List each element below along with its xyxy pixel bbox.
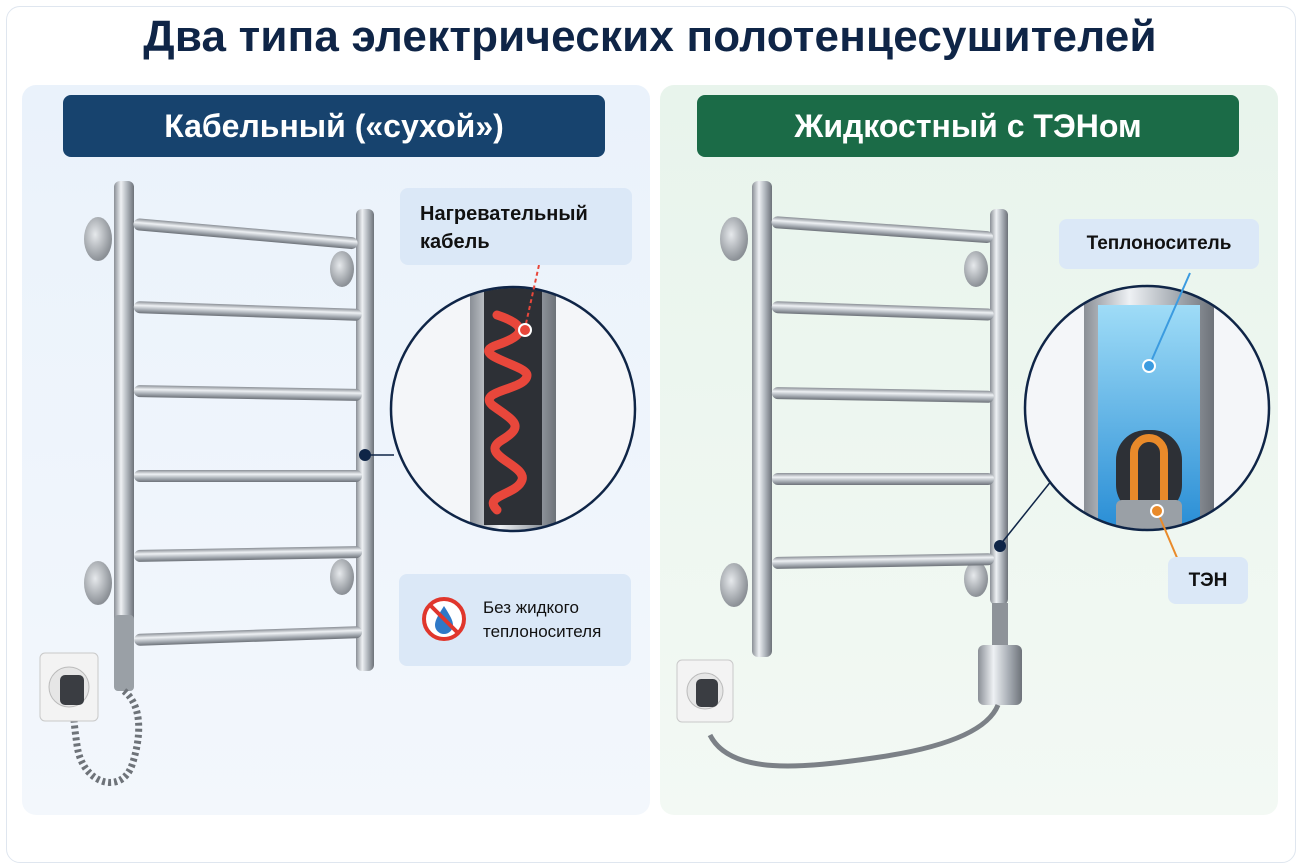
heating-cable-spiral	[484, 310, 532, 515]
cable-dryer-panel: Кабельный («сухой»)	[22, 85, 650, 815]
wall-mount-icon	[720, 217, 988, 607]
no-liquid-badge: Без жидкого теплоносителя	[399, 574, 631, 666]
cable-dryer-header: Кабельный («сухой»)	[63, 95, 605, 157]
no-water-icon	[422, 597, 466, 641]
liquid-dryer-illustration	[676, 181, 1271, 769]
power-socket-icon	[676, 659, 734, 723]
no-liquid-text: Без жидкого теплоносителя	[483, 598, 602, 641]
heating-element-coil	[1130, 434, 1168, 515]
page-frame	[6, 6, 1296, 863]
page-title: Два типа электрических полотенцесушителе…	[143, 12, 1157, 61]
power-socket-icon	[39, 652, 99, 722]
cable-dryer-illustration	[39, 181, 637, 786]
liquid-dryer-panel: Жидкостный с ТЭНом	[660, 85, 1278, 815]
heating-element-label: ТЭН	[1168, 557, 1248, 604]
cable-zoom-view	[389, 285, 637, 533]
liquid-dryer-header: Жидкостный с ТЭНом	[697, 95, 1239, 157]
heat-carrier-label: Теплоноситель	[1059, 219, 1259, 269]
heating-cable-label: Нагревательный кабель	[400, 188, 632, 265]
heating-element-zoom-view	[1023, 284, 1271, 532]
wall-mount-icon	[84, 217, 354, 605]
